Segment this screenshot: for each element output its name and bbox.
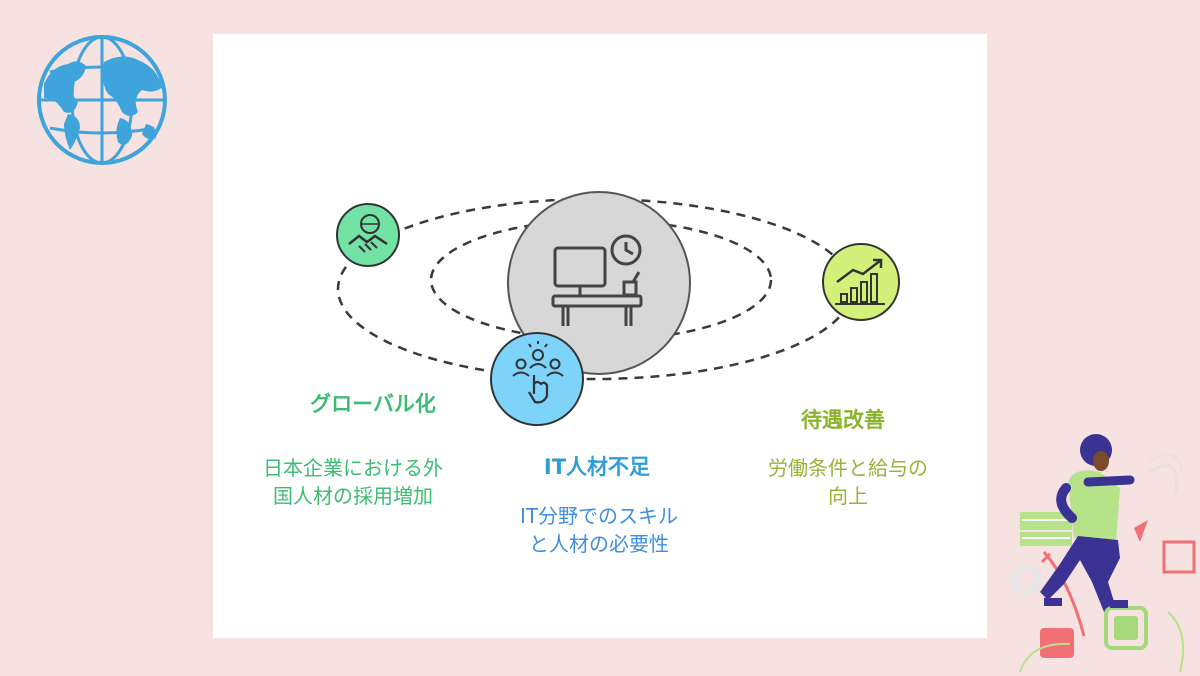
- node-desc-globalization: 日本企業における外 国人材の採用増加: [263, 456, 443, 508]
- globe-icon: [34, 32, 170, 168]
- node-title-globalization: グローバル化: [310, 392, 436, 416]
- diagram-card: グローバル化 日本企業における外 国人材の採用増加 IT人材不足 IT分野でのス…: [213, 34, 987, 638]
- orbit-diagram: [336, 191, 900, 426]
- team-touch-icon: [490, 332, 584, 426]
- desk-computer-icon: [507, 191, 691, 375]
- node-desc-treatment: 労働条件と給与の 向上: [768, 456, 928, 508]
- node-desc-it-shortage: IT分野でのスキル と人材の必要性: [519, 504, 679, 556]
- node-title-it-shortage: IT人材不足: [543, 455, 651, 479]
- globe-handshake-icon: [336, 203, 400, 267]
- person-illustration: [1000, 432, 1200, 673]
- growth-chart-icon: [822, 243, 900, 321]
- inner-orbit: [429, 218, 773, 342]
- node-title-treatment: 待遇改善: [801, 408, 885, 432]
